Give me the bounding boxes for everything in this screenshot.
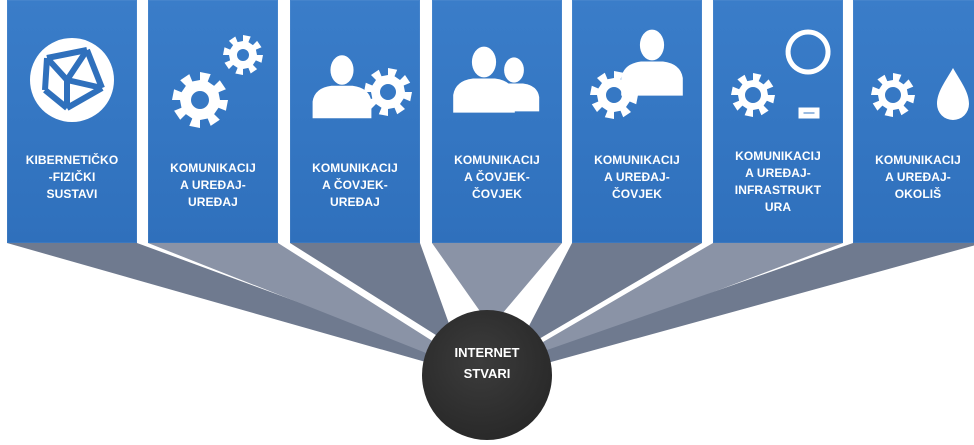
card-3: KOMUNIKACIJ A ČOVJEK- UREĐAJ — [290, 0, 420, 243]
person-gear-icon — [312, 55, 412, 119]
connector-3 — [290, 243, 452, 340]
hub-label: INTERNET STVARI — [454, 345, 520, 381]
card-label: KOMUNIKACIJ A ČOVJEK- UREĐAJ — [312, 161, 398, 209]
card-label: KOMUNIKACIJ A UREĐAJ- OKOLIŠ — [875, 153, 961, 201]
card-label: KIBERNETIČKO -FIZIČKI SUSTAVI — [25, 153, 119, 201]
card-label: KOMUNIKACIJ A UREĐAJ- ČOVJEK — [594, 153, 680, 201]
connector-7 — [538, 243, 974, 365]
card-4: KOMUNIKACIJ A ČOVJEK- ČOVJEK — [432, 0, 562, 243]
connector-4 — [432, 243, 562, 320]
hub-circle: INTERNET STVARI — [422, 310, 552, 440]
card-5: KOMUNIKACIJ A UREĐAJ- ČOVJEK — [572, 0, 702, 243]
card-6: KOMUNIKACIJ A UREĐAJ- INFRASTRUKT URA — [713, 0, 843, 243]
connector-5 — [525, 243, 702, 343]
card-label: KOMUNIKACIJ A UREĐAJ- UREĐAJ — [170, 161, 256, 209]
two-persons-icon — [453, 46, 540, 113]
card-label: KOMUNIKACIJ A UREĐAJ- INFRASTRUKT URA — [734, 149, 822, 214]
connector-2 — [148, 243, 440, 357]
card-label: KOMUNIKACIJ A ČOVJEK- ČOVJEK — [454, 153, 540, 201]
gear-drop-icon — [871, 68, 969, 120]
gear-person-icon — [590, 29, 683, 119]
connector-1 — [7, 243, 436, 364]
gear-lightbulb-icon — [731, 29, 831, 119]
card-1: KIBERNETIČKO -FIZIČKI SUSTAVI — [7, 0, 137, 243]
globe-network-icon — [30, 38, 114, 122]
card-7: KOMUNIKACIJ A UREĐAJ- OKOLIŠ — [853, 0, 974, 243]
gears-icon — [172, 35, 263, 128]
card-2: KOMUNIKACIJ A UREĐAJ- UREĐAJ — [148, 0, 278, 243]
